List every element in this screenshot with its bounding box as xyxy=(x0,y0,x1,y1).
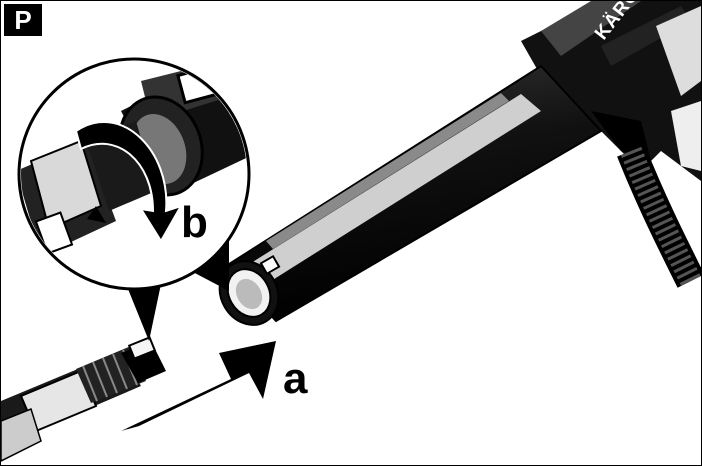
detail-magnifier xyxy=(17,57,251,291)
panel-label: P xyxy=(4,4,42,36)
insert-arrow xyxy=(121,341,276,431)
lance-connector xyxy=(1,336,166,462)
callout-b: b xyxy=(181,198,208,247)
magnifier-pointer-lower xyxy=(126,284,161,341)
callout-a: a xyxy=(283,354,308,403)
spray-gun-handle xyxy=(521,1,701,181)
hose xyxy=(617,145,701,288)
spray-gun-tube xyxy=(218,64,603,326)
